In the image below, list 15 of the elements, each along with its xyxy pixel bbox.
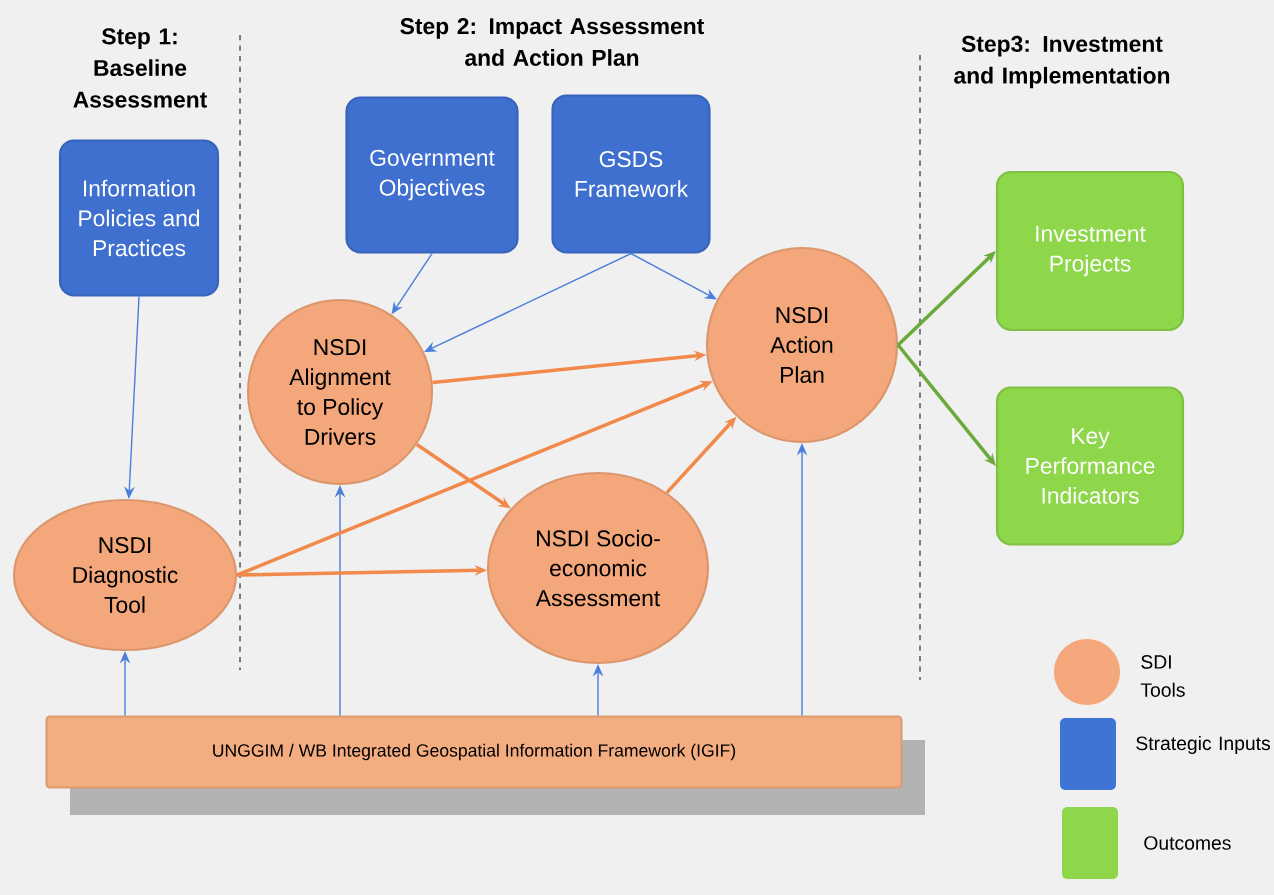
arrow [424,252,632,352]
input-box: Government Objectives [345,96,519,254]
step-heading: Step3: Investment and Implementation [954,35,1170,89]
step-heading: Step 2: Impact Assessment and Action Plan [400,18,705,66]
arrow [630,252,717,300]
arrow [896,251,996,347]
input-box: Information Policies and Practices [58,139,220,297]
legend-label: SDI Tools [1140,655,1185,697]
framework-bar: UNGGIM / WB Integrated Geospatial Information Framework (IGIF) [45,715,903,789]
outcome-box: Investment Projects [995,170,1185,332]
legend-label: Outcomes [1144,836,1231,850]
input-box: GSDS Framework [551,94,711,254]
legend-label: Strategic Inputs [1136,736,1270,754]
outcome-box: Key Performance Indicators [995,386,1185,546]
step-heading: Step 1: Baseline Assessment [73,28,207,108]
